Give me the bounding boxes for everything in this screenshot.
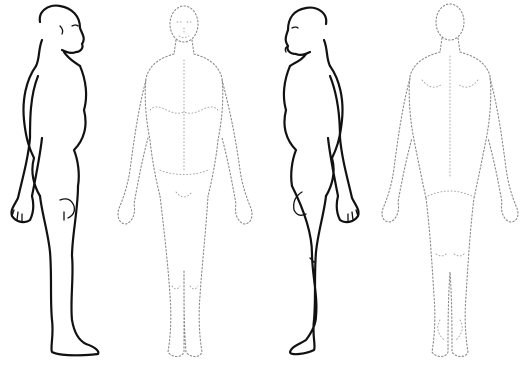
figure-left-lateral [11, 6, 98, 356]
torso-front [284, 66, 296, 186]
arm-left [382, 78, 412, 222]
figure-posterior [382, 4, 518, 357]
back-outline [24, 66, 41, 196]
figure-anterior [118, 6, 252, 357]
arm-outline [11, 76, 42, 222]
arm-outline [328, 76, 359, 222]
leg-outline [40, 186, 98, 355]
legs-outline [160, 196, 208, 357]
head-outline [286, 8, 327, 55]
figure-right-lateral [284, 8, 359, 355]
arm-right [222, 80, 252, 224]
arm-right [488, 78, 518, 222]
head-outline [436, 4, 464, 40]
torso-front [74, 66, 86, 186]
legs-outline [426, 198, 474, 357]
head-outline [170, 6, 198, 42]
arm-left [118, 80, 148, 224]
